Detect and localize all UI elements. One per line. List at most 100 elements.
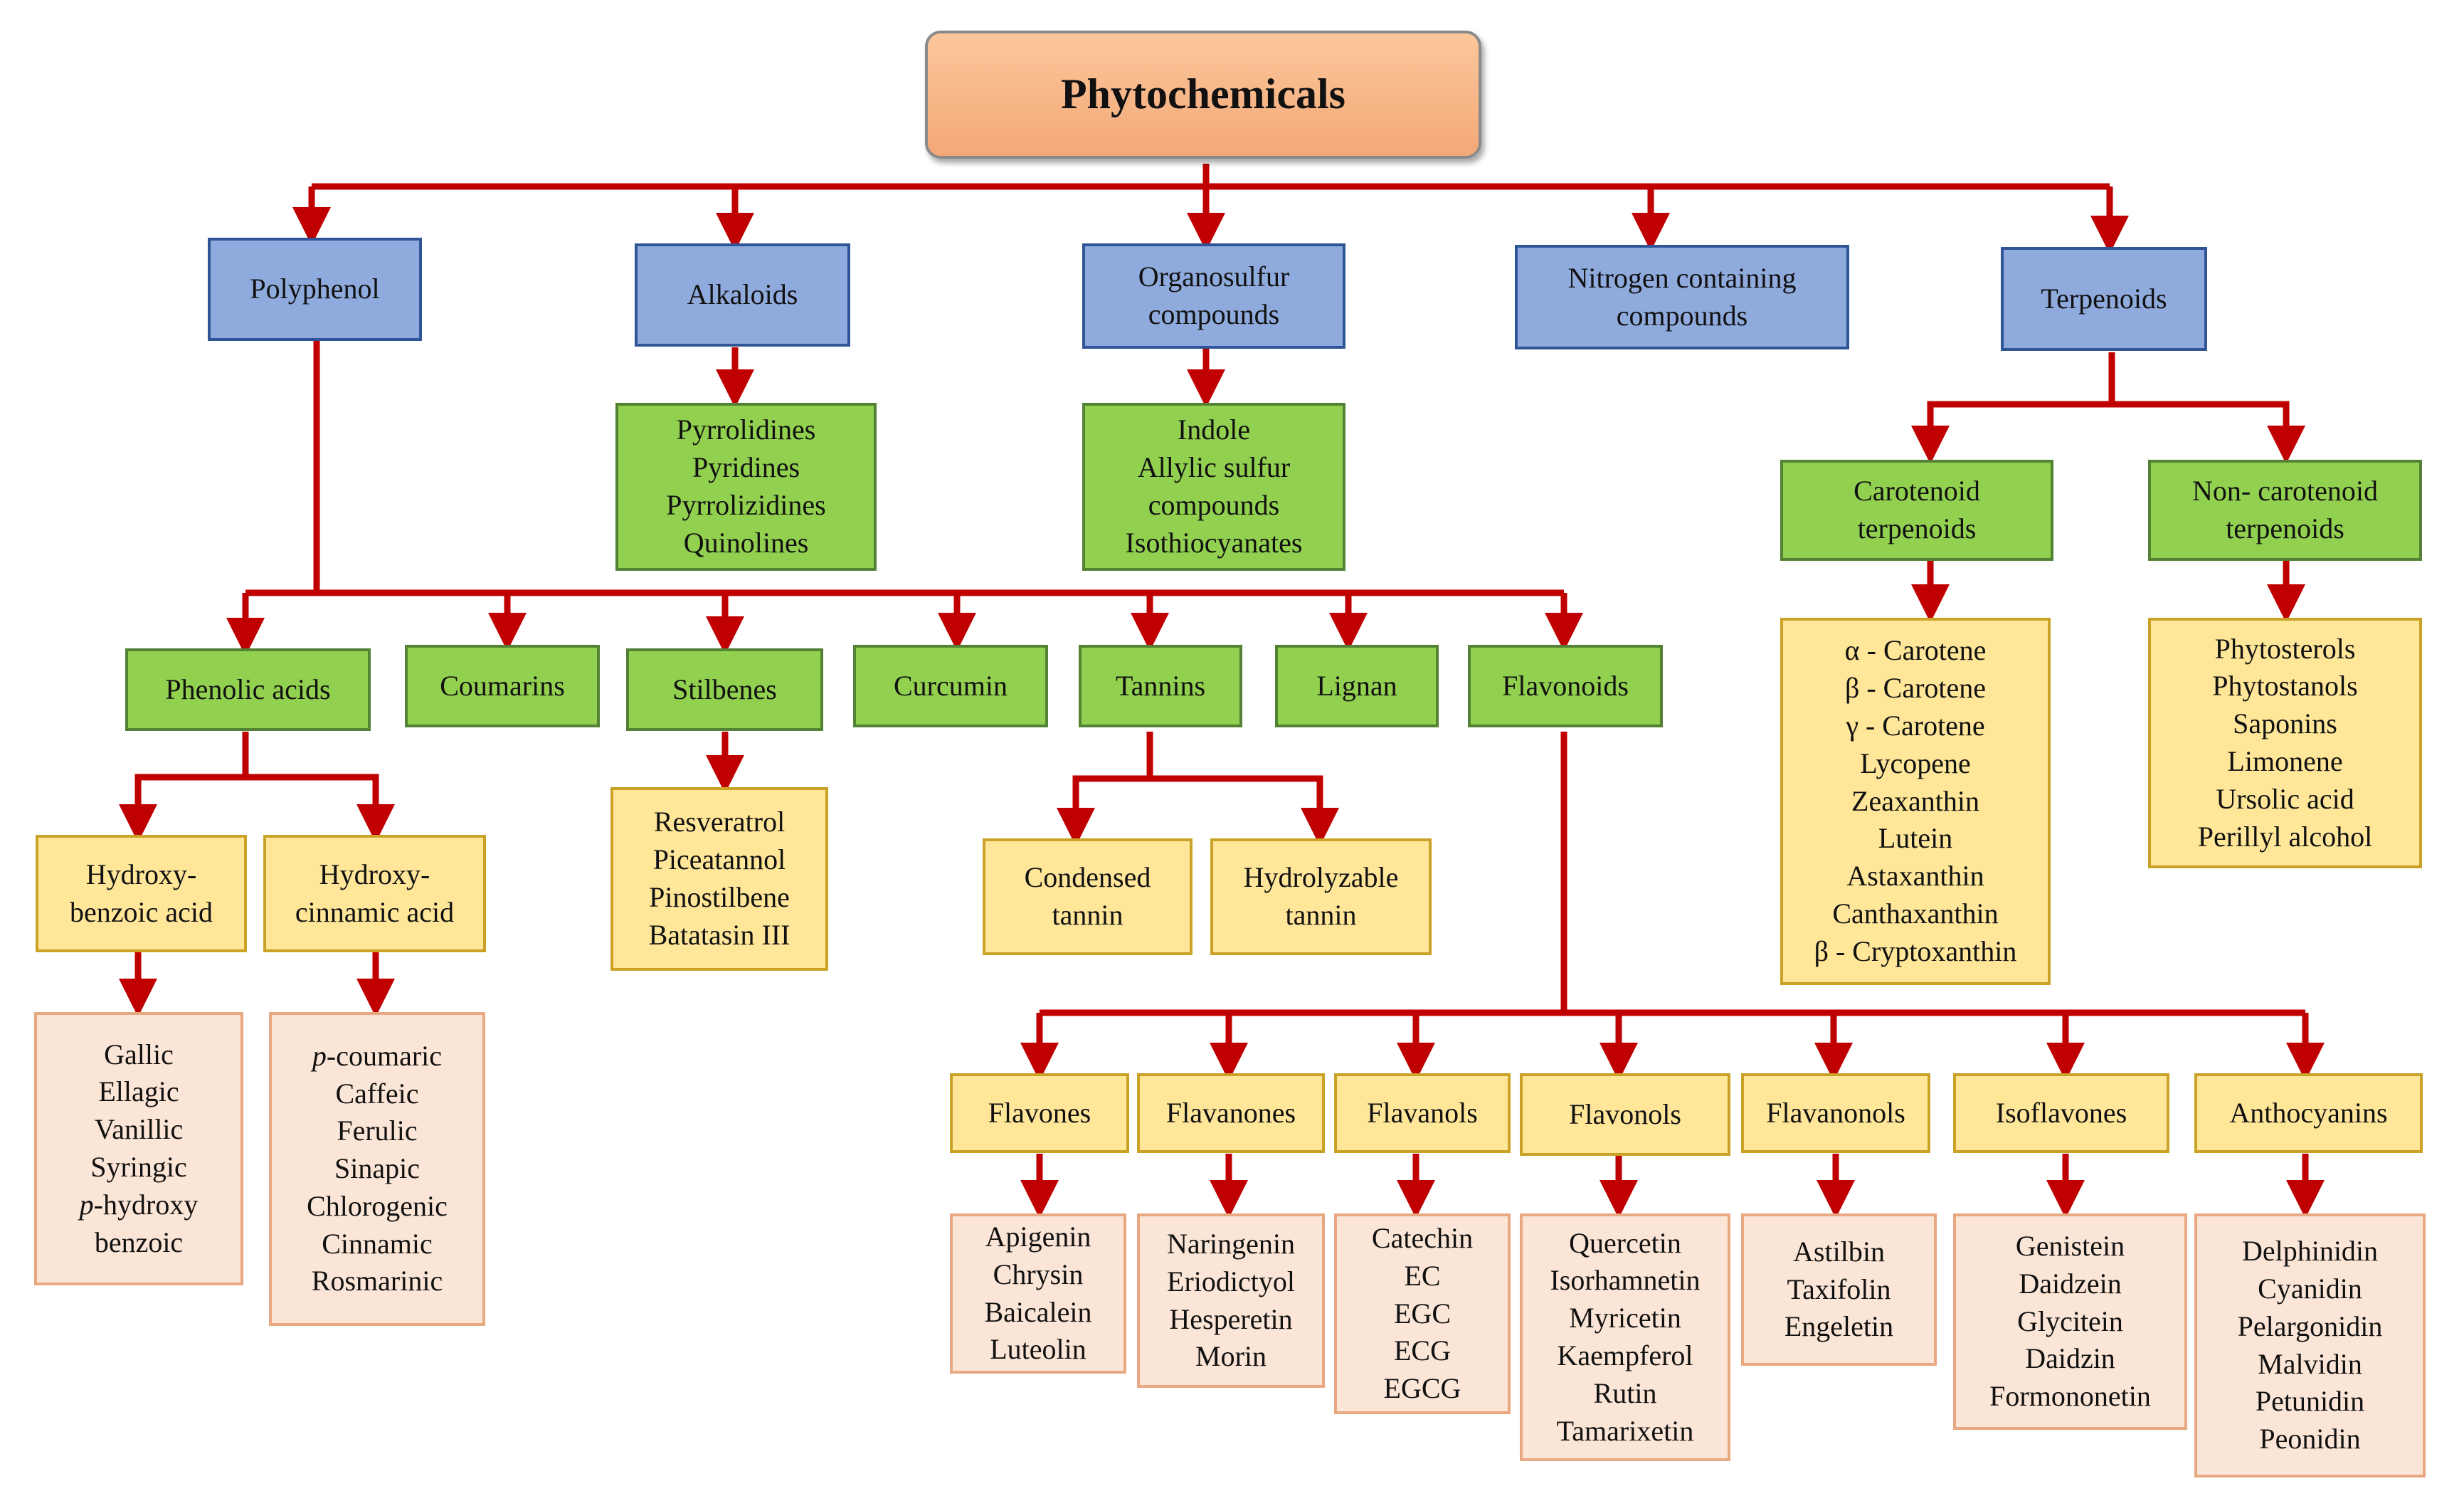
group-flavonoids: Flavonoids xyxy=(1468,645,1663,727)
flavanols-list-item: Catechin xyxy=(1371,1222,1474,1254)
connector-phenolic-right xyxy=(245,774,395,843)
subgroup-hydroxycinnamic-acid-item: Hydroxy- xyxy=(319,858,430,890)
flavanones-list-item: Eriodictyol xyxy=(1167,1265,1295,1297)
connector-phenolic xyxy=(119,732,249,843)
flavones-list-item: Chrysin xyxy=(993,1258,1084,1290)
anthocyanins-list-item: Delphinidin xyxy=(2241,1235,2379,1268)
flavanones-list-item: Morin xyxy=(1195,1340,1267,1373)
flavonols-list-item: Tamarixetin xyxy=(1556,1414,1694,1447)
class-alkaloids: Alkaloids xyxy=(635,243,850,347)
class-nitrogen-item: Nitrogen containing xyxy=(1567,261,1797,294)
non-carotenoid-list-item: Perillyl alcohol xyxy=(2197,820,2373,853)
flavanols-list-item: EGCG xyxy=(1383,1372,1461,1405)
alkaloid-types-list-item: Pyrrolizidines xyxy=(666,489,826,521)
hydroxybenzoic-list-item: Gallic xyxy=(104,1038,174,1070)
stilbene-list-item: Resveratrol xyxy=(653,806,786,838)
flavonols-list-item: Quercetin xyxy=(1569,1226,1681,1259)
stilbene-list-item: Piceatannol xyxy=(652,843,786,876)
connector-tannins xyxy=(1057,732,1153,846)
carotenoid-list-item: Lutein xyxy=(1878,822,1953,855)
group-carotenoid-terpenoids-item: Carotenoid xyxy=(1854,475,1980,507)
flavonols-list-item: Myricetin xyxy=(1569,1302,1681,1334)
hydroxycinnamic-list-item: p-coumaric xyxy=(312,1039,443,1072)
hydroxycinnamic-list-item: Rosmarinic xyxy=(311,1265,443,1297)
hydroxycinnamic-list-item: Chlorogenic xyxy=(307,1189,448,1222)
flavanonols-list-item: Taxifolin xyxy=(1787,1273,1891,1305)
group-non-carotenoid-terpenoids: Non- carotenoid terpenoids xyxy=(2148,460,2422,561)
connector-terpenoids xyxy=(1911,352,2115,464)
hydroxycinnamic-list-item: Caffeic xyxy=(335,1077,419,1110)
hydroxycinnamic-list-item: Cinnamic xyxy=(322,1227,433,1260)
hydroxycinnamic-list-item: Sinapic xyxy=(334,1152,420,1185)
tannin-condensed: Condensed tannin xyxy=(983,838,1193,955)
subgroup-hydroxybenzoic-acid-item: benzoic acid xyxy=(70,895,213,928)
group-phenolic-acids: Phenolic acids xyxy=(125,648,371,731)
stilbene-list-item: Pinostilbene xyxy=(649,881,790,913)
class-organosulfur-item: Organosulfur xyxy=(1138,260,1290,293)
flavonoid-flavanones: Flavanones xyxy=(1137,1073,1325,1153)
isoflavones-list-item: Genistein xyxy=(2015,1230,2125,1262)
group-non-carotenoid-terpenoids-item: terpenoids xyxy=(2226,512,2344,544)
anthocyanins-list-item: Pelargonidin xyxy=(2237,1310,2383,1342)
stilbene-list-item: Batatasin III xyxy=(648,918,791,951)
group-carotenoid-terpenoids-item: terpenoids xyxy=(1857,512,1977,544)
isoflavones-list-item: Formononetin xyxy=(1989,1380,2151,1413)
carotenoid-list-item: β - Cryptoxanthin xyxy=(1814,934,2017,967)
connector-tannins-right xyxy=(1150,775,1339,846)
non-carotenoid-list-item: Limonene xyxy=(2227,745,2343,777)
flavanonols-list-item: Astilbin xyxy=(1793,1235,1885,1268)
flavonoid-flavonols: Flavonols xyxy=(1520,1073,1730,1156)
tannin-condensed-item: Condensed xyxy=(1024,861,1151,894)
flavanols-list-item: ECG xyxy=(1394,1334,1451,1367)
subgroup-hydroxybenzoic-acid-item: Hydroxy- xyxy=(85,858,197,890)
tannin-condensed-item: tannin xyxy=(1052,899,1123,931)
group-lignan: Lignan xyxy=(1275,645,1439,727)
anthocyanins-list-item: Peonidin xyxy=(2259,1423,2361,1455)
flavonoid-anthocyanins: Anthocyanins xyxy=(2194,1073,2423,1153)
subgroup-hydroxybenzoic-acid: Hydroxy-benzoic acid xyxy=(36,835,247,952)
hydroxybenzoic-list-item: benzoic xyxy=(94,1226,184,1258)
flavonoid-flavones: Flavones xyxy=(950,1073,1129,1153)
group-non-carotenoid-terpenoids-item: Non- carotenoid xyxy=(2191,475,2378,507)
flavones-list-item: Baicalein xyxy=(984,1295,1092,1328)
alkaloid-types-list-item: Pyridines xyxy=(692,451,800,484)
carotenoid-list-item: γ - Carotene xyxy=(1846,710,1985,742)
hydroxybenzoic-list-item: Syringic xyxy=(90,1151,187,1183)
flavanones-list-item: Hesperetin xyxy=(1169,1302,1293,1335)
isoflavones-list-item: Glycitein xyxy=(2017,1305,2123,1337)
alkaloid-types-list-item: Pyrrolidines xyxy=(676,414,816,446)
organosulfur-types-list-item: Isothiocyanates xyxy=(1125,526,1303,559)
carotenoid-list-item: α - Carotene xyxy=(1844,634,1987,667)
isoflavones-list-item: Daidzein xyxy=(2019,1267,2122,1300)
alkaloid-types-list-item: Quinolines xyxy=(683,526,809,559)
connector-terpenoids-right xyxy=(2112,401,2305,464)
anthocyanins-list-item: Petunidin xyxy=(2255,1385,2365,1418)
subgroup-hydroxycinnamic-acid: Hydroxy-cinnamic acid xyxy=(263,835,486,952)
anthocyanins-list-item: Cyanidin xyxy=(2258,1272,2362,1305)
carotenoid-list-item: Lycopene xyxy=(1860,747,1971,779)
flavonoid-isoflavones: Isoflavones xyxy=(1953,1073,2169,1153)
flavanols-list-item: EGC xyxy=(1394,1297,1451,1329)
non-carotenoid-list-item: Ursolic acid xyxy=(2216,782,2354,815)
isoflavones-list-item: Daidzin xyxy=(2025,1342,2115,1375)
flavonoid-flavanonols: Flavanonols xyxy=(1741,1073,1930,1153)
flavones-list-item: Apigenin xyxy=(985,1220,1091,1253)
carotenoid-list-item: Astaxanthin xyxy=(1846,860,1984,892)
carotenoid-list-item: Zeaxanthin xyxy=(1851,784,1979,817)
class-organosulfur-item: compounds xyxy=(1148,298,1280,330)
hydroxybenzoic-list-item: Vanillic xyxy=(94,1113,184,1146)
flavones-list-item: Luteolin xyxy=(990,1333,1086,1366)
